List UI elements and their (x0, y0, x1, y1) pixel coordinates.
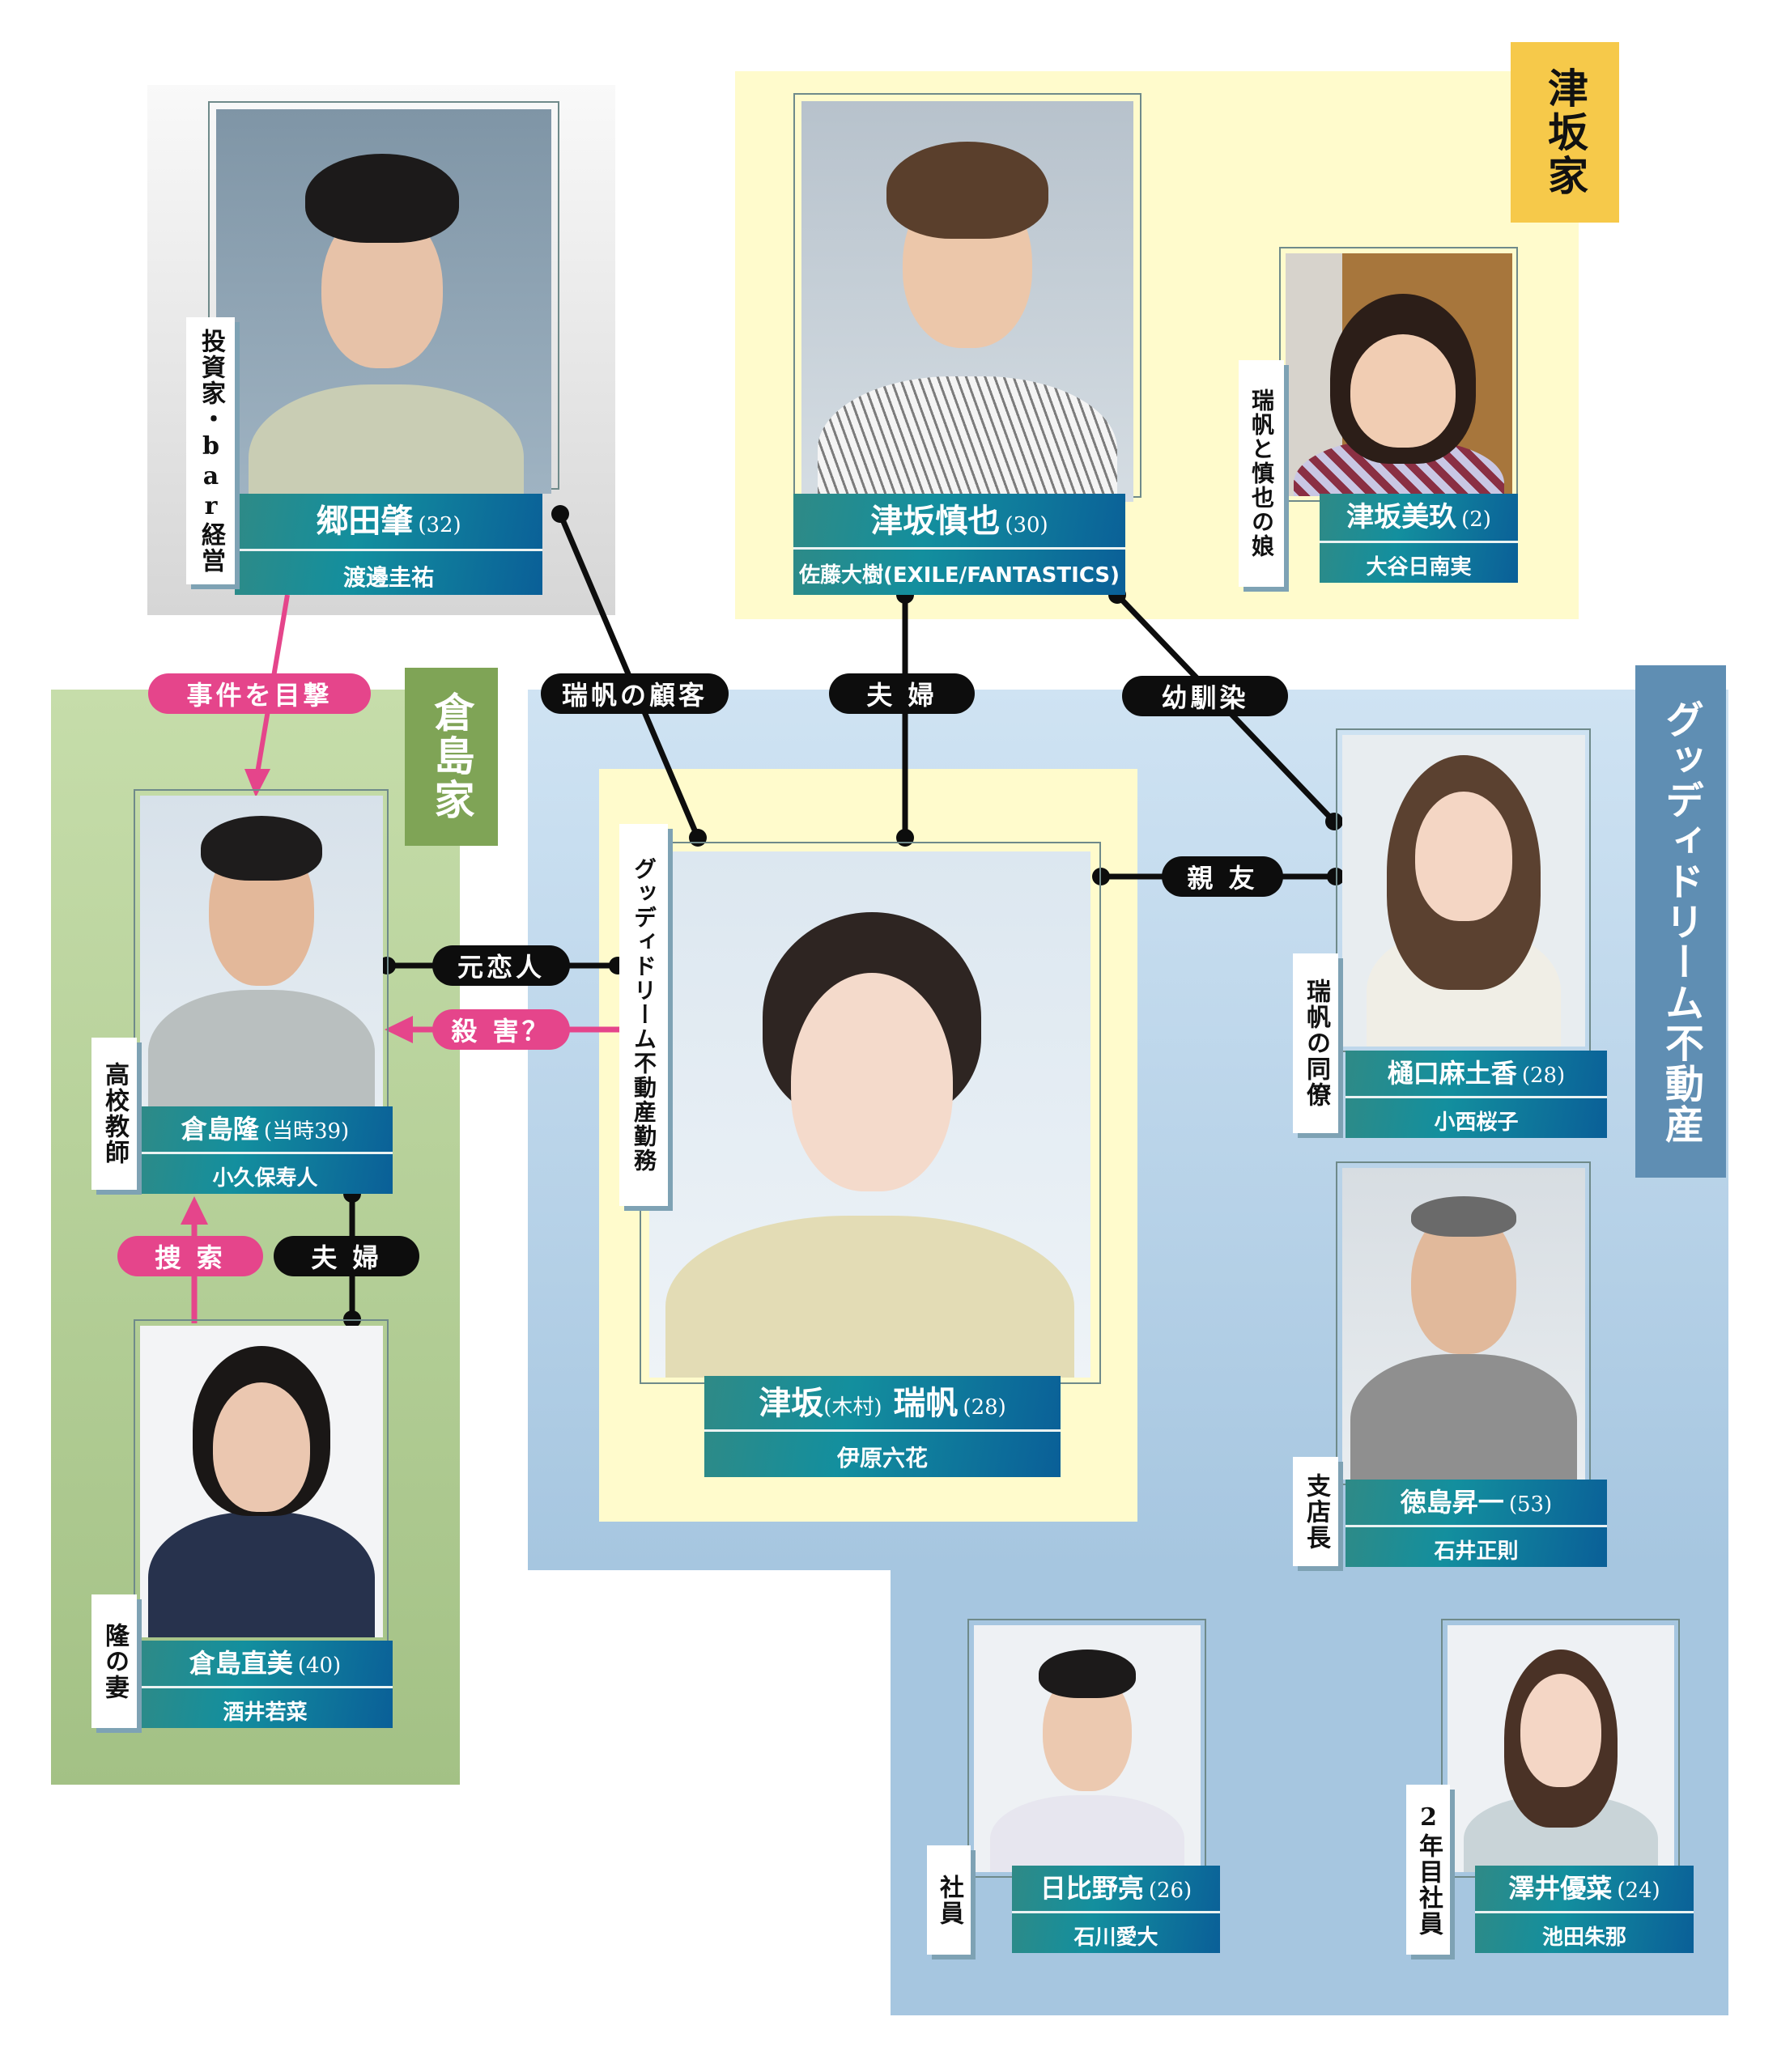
character-name: 樋口麻土香(28) (1387, 1058, 1566, 1089)
portrait-photo (140, 1326, 383, 1637)
name-band: 倉島隆(当時39) 小久保寿人 (138, 1106, 393, 1194)
actor-name: 石井正則 (1434, 1539, 1519, 1564)
role-label-naomi: 隆の妻 (91, 1594, 137, 1728)
relation-childhood: 幼馴染 (1122, 676, 1288, 716)
portrait-photo (216, 109, 551, 494)
character-name: 澤井優菜(24) (1508, 1873, 1660, 1904)
character-name: 津坂(木村) 瑞帆(28) (759, 1384, 1006, 1422)
actor-name: 酒井若菜 (223, 1700, 308, 1725)
goodydream-tag: グッディドリーム不動産 (1635, 665, 1726, 1178)
role-label-miku: 瑞帆と慎也の娘 (1239, 360, 1284, 587)
relation-search: 捜 索 (117, 1236, 263, 1276)
relation-ex-lover: 元恋人 (432, 945, 570, 986)
character-card-tokushima[interactable]: 徳島昇一(53) 石井正則 (1336, 1161, 1607, 1567)
relation-witness: 事件を目撃 (148, 673, 371, 714)
role-label-takashi: 高校教師 (91, 1038, 137, 1190)
name-band: 津坂美玖(2) 大谷日南実 (1320, 494, 1518, 583)
character-name: 倉島隆(当時39) (181, 1114, 350, 1144)
actor-name: 小久保寿人 (212, 1166, 318, 1191)
kurashima-family-tag: 倉島家 (405, 668, 498, 846)
character-card-miho[interactable]: 津坂(木村) 瑞帆(28) 伊原六花 (640, 842, 1101, 1477)
actor-name: 大谷日南実 (1366, 555, 1472, 580)
actor-name: 池田朱那 (1541, 1926, 1626, 1950)
client-dot-start (551, 505, 569, 523)
role-label-hibino: 社員 (927, 1845, 971, 1955)
actor-name: 渡邊圭祐 (342, 564, 434, 591)
character-card-takashi[interactable]: 倉島隆(当時39) 小久保寿人 (134, 789, 393, 1194)
character-card-shinya[interactable]: 津坂慎也(30) 佐藤大樹(EXILE/FANTASTICS) (793, 93, 1141, 595)
actor-name: 佐藤大樹(EXILE/FANTASTICS) (799, 563, 1120, 588)
role-label-sawai: 2年目社員 (1406, 1785, 1450, 1955)
portrait-photo (1448, 1625, 1674, 1872)
portrait-photo (140, 796, 383, 1107)
character-name: 津坂美玖(2) (1346, 501, 1491, 533)
character-card-hibino[interactable]: 日比野亮(26) 石川愛大 (967, 1619, 1220, 1959)
portrait-photo (649, 851, 1090, 1378)
actor-name: 小西桜子 (1434, 1110, 1519, 1135)
character-name: 徳島昇一(53) (1400, 1487, 1553, 1518)
portrait-photo (1286, 253, 1512, 496)
name-band: 倉島直美(40) 酒井若菜 (138, 1641, 393, 1728)
actor-name: 石川愛大 (1073, 1926, 1158, 1950)
name-band: 澤井優菜(24) 池田朱那 (1475, 1866, 1694, 1953)
actor-name: 伊原六花 (836, 1445, 928, 1471)
character-name: 津坂慎也(30) (870, 502, 1048, 540)
character-card-sawai[interactable]: 澤井優菜(24) 池田朱那 (1441, 1619, 1694, 1959)
name-band: 郷田肇(32) 渡邊圭祐 (235, 494, 542, 595)
role-label-gouda: 投資家・bar経営 (186, 317, 235, 584)
character-name: 日比野亮(26) (1039, 1873, 1192, 1904)
character-card-naomi[interactable]: 倉島直美(40) 酒井若菜 (134, 1319, 393, 1728)
murder-arrowhead (385, 1016, 413, 1043)
relation-best-friend: 親 友 (1162, 856, 1283, 897)
relation-murder: 殺 害？ (432, 1009, 570, 1050)
name-band: 樋口麻土香(28) 小西桜子 (1346, 1051, 1607, 1138)
portrait-photo (801, 101, 1133, 502)
relation-married-kurashima: 夫 婦 (274, 1236, 419, 1276)
character-name: 郷田肇(32) (316, 502, 461, 540)
name-band: 徳島昇一(53) 石井正則 (1346, 1480, 1607, 1567)
character-card-miku[interactable]: 津坂美玖(2) 大谷日南実 (1279, 247, 1522, 587)
name-band: 日比野亮(26) 石川愛大 (1012, 1866, 1220, 1953)
role-label-miho: グッディドリーム不動産勤務 (619, 824, 668, 1206)
portrait-photo (974, 1625, 1201, 1872)
relation-married-tsusaka: 夫 婦 (829, 673, 975, 714)
character-name: 倉島直美(40) (189, 1648, 342, 1679)
character-card-gouda[interactable]: 郷田肇(32) 渡邊圭祐 (208, 101, 559, 595)
name-band: 津坂(木村) 瑞帆(28) 伊原六花 (704, 1376, 1061, 1477)
character-card-higuchi[interactable]: 樋口麻土香(28) 小西桜子 (1336, 728, 1607, 1138)
relation-client: 瑞帆の顧客 (541, 673, 729, 714)
name-band: 津坂慎也(30) 佐藤大樹(EXILE/FANTASTICS) (793, 494, 1125, 595)
witness-arrowhead (244, 769, 270, 797)
portrait-photo (1342, 735, 1585, 1047)
search-arrowhead (181, 1196, 208, 1225)
tsusaka-family-tag: 津坂家 (1511, 42, 1619, 223)
role-label-higuchi: 瑞帆の同僚 (1293, 953, 1338, 1133)
role-label-tokushima: 支店長 (1293, 1457, 1338, 1566)
portrait-photo (1342, 1168, 1585, 1480)
